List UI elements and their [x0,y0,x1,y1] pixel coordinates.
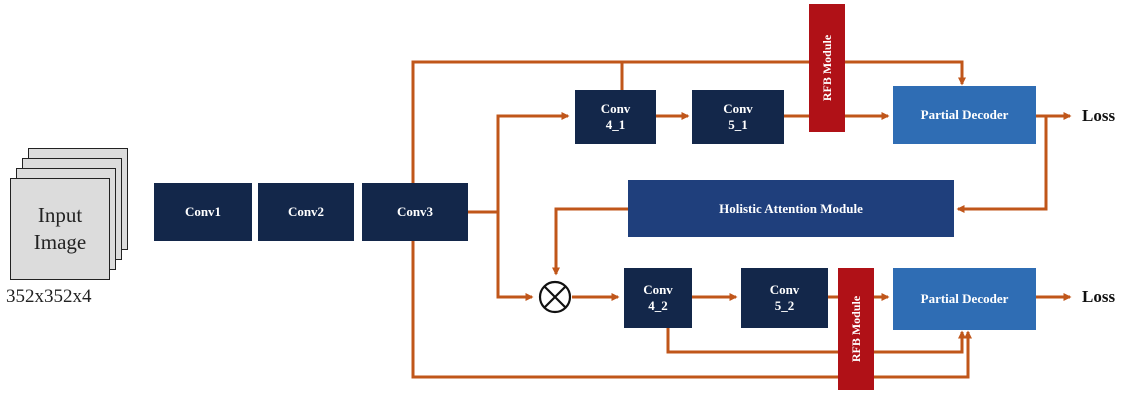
conv2-block: Conv2 [258,183,354,241]
holistic-attention-module: Holistic Attention Module [628,180,954,237]
conv4-2-block: Conv 4_2 [624,268,692,328]
conv5-2-block: Conv 5_2 [741,268,828,328]
conv1-block: Conv1 [154,183,252,241]
conv4-2-line2: 4_2 [648,298,668,313]
loss-bottom-label: Loss [1082,287,1115,307]
rfb-module-top: RFB Module [809,4,845,132]
arrow-ham-to-multiply [556,209,628,274]
conv4-1-line1: Conv [601,101,631,116]
conv4-1-line2: 4_1 [606,117,626,132]
rfb-top-label: RFB Module [819,35,835,101]
arrow-conv4-2-to-decoder-bottom [668,328,962,352]
conv4-2-line1: Conv [643,282,673,297]
partial-decoder-top: Partial Decoder [893,86,1036,144]
rfb-module-bottom: RFB Module [838,268,874,390]
rfb-bottom-label: RFB Module [848,296,864,362]
partial-decoder-bottom: Partial Decoder [893,268,1036,330]
conv4-1-block: Conv 4_1 [575,90,656,144]
conv5-1-block: Conv 5_1 [692,90,784,144]
conv5-2-line2: 5_2 [775,298,795,313]
multiply-icon [538,280,572,314]
conv3-block: Conv3 [362,183,468,241]
conv5-1-line2: 5_1 [728,117,748,132]
arrow-conv3-to-decoder-top [413,62,962,183]
arrow-conv3-to-multiply [498,212,532,297]
conv5-2-line1: Conv [770,282,800,297]
loss-top-label: Loss [1082,106,1115,126]
arrow-conv3-to-conv4-1 [468,116,568,212]
conv5-1-line1: Conv [723,101,753,116]
